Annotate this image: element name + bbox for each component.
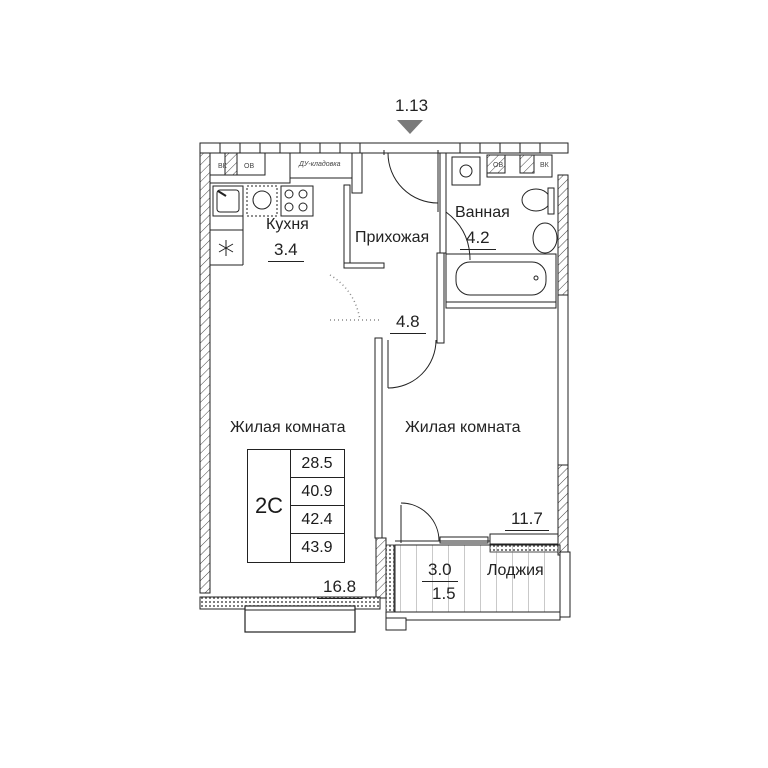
living-room-2-name: Жилая комната bbox=[405, 419, 521, 436]
kitchen-name: Кухня bbox=[266, 216, 309, 233]
living-room-1-name: Жилая комната bbox=[230, 419, 346, 436]
hallway-name: Прихожая bbox=[355, 229, 430, 246]
hallway-area: 4.8 bbox=[390, 312, 426, 334]
shaft-note: ДУ-кладовка bbox=[298, 160, 341, 168]
svg-text:ВК: ВК bbox=[540, 162, 550, 169]
areas-table: 2С 28.5 40.9 42.4 43.9 bbox=[247, 449, 345, 563]
loggia-name: Лоджия bbox=[487, 562, 544, 579]
living-room-2-area: 11.7 bbox=[505, 509, 549, 531]
area-total: 43.9 bbox=[301, 539, 333, 556]
washbasin-icon bbox=[532, 222, 558, 254]
loggia-area-reduced: 1.5 bbox=[432, 584, 456, 603]
ov-label: ОВ bbox=[244, 163, 254, 170]
bathroom-area: 4.2 bbox=[460, 228, 496, 250]
area-living: 28.5 bbox=[290, 450, 344, 478]
entrance-marker-label: 1.13 bbox=[395, 96, 429, 115]
bathroom-name: Ванная bbox=[455, 204, 510, 221]
svg-text:ОВ: ОВ bbox=[493, 162, 503, 169]
ventilation-star-icon bbox=[218, 240, 234, 256]
toilet-icon bbox=[521, 188, 551, 212]
apartment-code: 2С bbox=[248, 450, 291, 562]
top-wall bbox=[199, 142, 569, 154]
kitchen-area: 3.4 bbox=[268, 240, 304, 262]
stove-icon bbox=[280, 185, 314, 217]
entrance-triangle-icon bbox=[397, 120, 423, 134]
loggia-area-full: 3.0 bbox=[422, 560, 458, 582]
area-total-reduced: 42.4 bbox=[290, 506, 344, 534]
living-room-1-area: 16.8 bbox=[317, 577, 363, 599]
area-total-without-loggia: 40.9 bbox=[290, 478, 344, 506]
washing-machine-icon bbox=[252, 190, 272, 210]
vk-label: ВК bbox=[218, 163, 228, 170]
